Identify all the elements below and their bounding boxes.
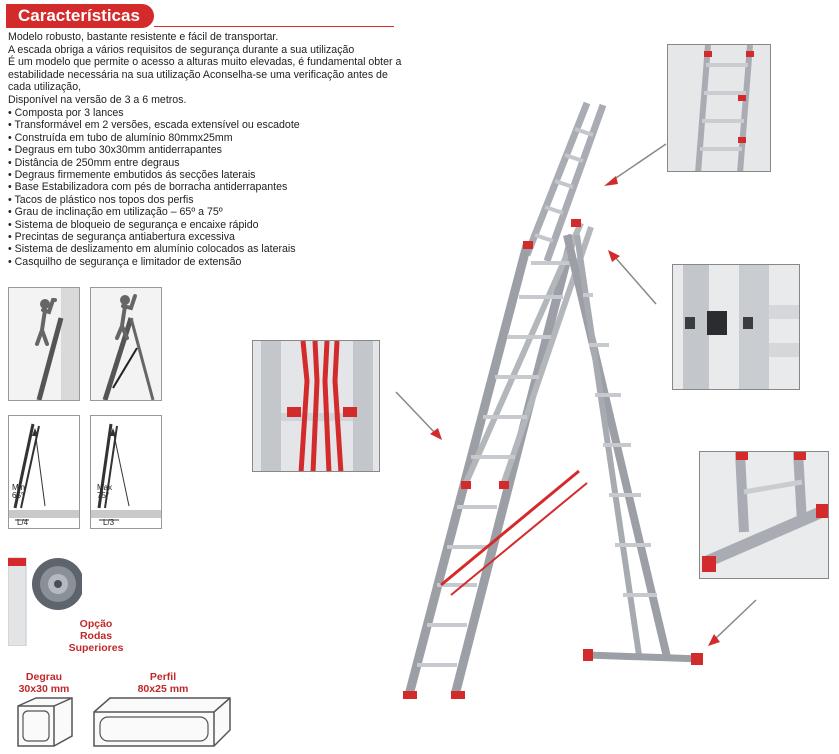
detail-photo-base bbox=[699, 451, 829, 579]
feature-list: Composta por 3 lances Transformável em 2… bbox=[8, 107, 403, 268]
rail-profile-label: Perfil 80x25 mm bbox=[118, 671, 208, 695]
angle-label-line: 75° bbox=[97, 491, 110, 500]
feature-item: Composta por 3 lances bbox=[8, 107, 403, 119]
detail-photo-top bbox=[667, 44, 771, 172]
intro-line: A escada obriga a vários requisitos de s… bbox=[8, 43, 355, 56]
intro-line: estabilidade necessária na sua utilizaçã… bbox=[8, 68, 388, 81]
profile-name: Degrau bbox=[25, 671, 63, 683]
detail-photo-straps bbox=[252, 340, 380, 472]
pointer-arrow-icon bbox=[708, 599, 757, 646]
pointer-arrow-icon bbox=[604, 143, 667, 186]
feature-item: Grau de inclinação em utilização – 65º a… bbox=[8, 206, 403, 218]
angle-max-diagram: Max 75° L/3 bbox=[90, 415, 162, 529]
main-ladder-illustration bbox=[395, 95, 715, 705]
angle-label-line: Min bbox=[12, 483, 25, 492]
detail-photo-lock bbox=[672, 264, 800, 390]
wheel-option-image bbox=[7, 552, 84, 647]
angle-label-line: Max bbox=[97, 483, 113, 492]
feature-item: Sistema de deslizamento em alumínio colo… bbox=[8, 243, 403, 255]
angle-min-label: Min 65° bbox=[12, 484, 25, 500]
step-profile-shape bbox=[12, 696, 78, 750]
profile-size: 80x25 mm bbox=[137, 683, 189, 695]
intro-line: Disponível na versão de 3 a 6 metros. bbox=[8, 93, 187, 106]
intro-line: cada utilização, bbox=[8, 81, 82, 94]
feature-item: Transformável em 2 versões, escada exten… bbox=[8, 119, 403, 131]
angle-min-diagram: Min 65° L/4 bbox=[8, 415, 80, 529]
profile-size: 30x30 mm bbox=[18, 683, 70, 695]
step-profile-label: Degrau 30x30 mm bbox=[6, 671, 82, 695]
feature-item: Tacos de plástico nos topos dos perfis bbox=[8, 194, 403, 206]
angle-label-line: 65° bbox=[12, 491, 25, 500]
wheel-option-caption: Opção Rodas Superiores bbox=[58, 618, 134, 654]
feature-item: Precintas de segurança antiabertura exce… bbox=[8, 231, 403, 243]
angle-min-base: L/4 bbox=[17, 518, 29, 527]
angle-max-label: Max 75° bbox=[97, 484, 112, 500]
wheel-caption-line: Opção bbox=[79, 618, 113, 630]
usage-stepladder-diagram bbox=[90, 287, 162, 401]
feature-item: Construída em tubo de alumínio 80mmx25mm bbox=[8, 132, 403, 144]
intro-line: É um modelo que permite o acesso a altur… bbox=[8, 56, 402, 69]
wheel-caption-line: Rodas bbox=[79, 630, 113, 642]
section-title-text: Características bbox=[18, 6, 140, 25]
feature-item: Sistema de bloqueio de segurança e encai… bbox=[8, 219, 403, 231]
intro-line: Modelo robusto, bastante resistente e fá… bbox=[8, 31, 279, 43]
pointer-arrow-icon bbox=[395, 391, 442, 440]
rail-profile-shape bbox=[90, 696, 236, 750]
angle-max-base: L/3 bbox=[103, 518, 115, 527]
profile-name: Perfil bbox=[149, 671, 177, 683]
feature-item: Degraus em tubo 30x30mm antiderrapantes bbox=[8, 144, 403, 156]
usage-extension-diagram bbox=[8, 287, 80, 401]
feature-item: Degraus firmemente embutidos ás secções … bbox=[8, 169, 403, 181]
feature-item: Distância de 250mm entre degraus bbox=[8, 157, 403, 169]
feature-item: Base Estabilizadora com pés de borracha … bbox=[8, 181, 403, 193]
section-title: Características bbox=[6, 4, 394, 28]
pointer-arrow-icon bbox=[608, 250, 657, 305]
wheel-caption-line: Superiores bbox=[68, 642, 124, 654]
intro-text: Modelo robusto, bastante resistente e fá… bbox=[8, 31, 403, 107]
feature-item: Casquilho de segurança e limitador de ex… bbox=[8, 256, 403, 268]
